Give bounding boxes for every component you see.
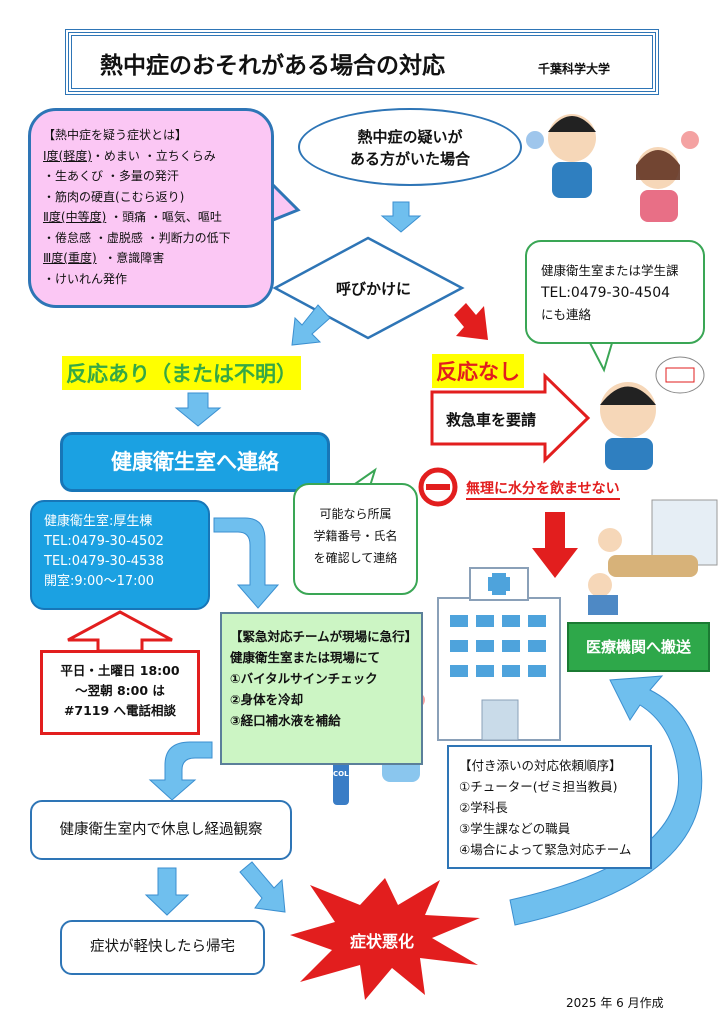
team-step: ③経口補水液を補給 [230,713,341,728]
escort-order-box: 【付き添いの対応依頼順序】 ①チューター(ゼミ担当教員) ②学科長 ③学生課など… [447,745,652,869]
response-yes-label: 反応あり（または不明） [62,356,301,390]
health-phone-2: TEL:0479-30-4538 [44,554,164,569]
after-hours-line: ～翌朝 8:00 は [75,683,165,698]
start-line1: 熱中症の疑いが [357,128,463,146]
team-box: 【緊急対応チームが現場に急行】 健康衛生室または現場にて ①バイタルサインチェッ… [220,612,423,765]
confirm-line: 学籍番号・氏名 [313,529,398,543]
arrow-curve-team [213,517,280,609]
order-item: ①チューター(ゼミ担当教員) [459,779,618,794]
contact-bubble: 健康衛生室または学生課 TEL:0479-30-4504 にも連絡 [525,240,705,344]
start-line2: ある方がいた場合 [349,150,470,168]
sick-people-illustration [526,114,699,222]
confirm-line: 可能なら所属 [319,507,392,521]
decision-label: 呼びかけに [336,280,412,298]
team-step: ②身体を冷却 [230,692,304,707]
order-item: ③学生課などの職員 [459,821,571,836]
after-hours-line: 平日・土曜日 18:00 [60,663,180,678]
after-hours-box: 平日・土曜日 18:00 ～翌朝 8:00 は #7119 へ電話相談 [40,650,200,735]
page-title: 熱中症のおそれがある場合の対応 [100,53,445,79]
team-step: ①バイタルサインチェック [230,671,378,686]
health-location: 健康衛生室:厚生棟 [44,514,153,529]
contact-line: にも連絡 [541,307,592,322]
symptom-bubble: 【熱中症を疑う症状とは】 Ⅰ度(軽度)・めまい ・立ちくらみ ・生あくび ・多量… [28,108,274,308]
symptom-line: Ⅰ度(軽度)・めまい ・立ちくらみ [43,148,216,163]
contact-bubble-tail [588,342,614,373]
symptom-line: Ⅱ度(中等度) ・頭痛 ・嘔気、嘔吐 [43,210,222,224]
transport-box: 医療機関へ搬送 [567,622,710,672]
worse-starburst [290,878,480,1000]
symptom-line: ・生あくび ・多量の発汗 [43,169,179,183]
created-date: 2025 年 6 月作成 [566,996,664,1010]
rest-box: 健康衛生室内で休息し経過観察 [30,800,292,860]
symptom-line: ・倦怠感 ・虚脱感 ・判断力の低下 [43,230,231,245]
health-phone-1: TEL:0479-30-4502 [44,534,164,549]
arrow-down-red [532,512,578,578]
stretcher-illustration [588,499,718,615]
start-ellipse: 熱中症の疑いが ある方がいた場合 [298,108,522,186]
after-hours-line: #7119 へ電話相談 [63,703,177,718]
arrow-yes [291,304,331,346]
arrow-down-1 [380,201,422,233]
arrow-down-2 [174,392,222,427]
arrow-up-red [67,610,173,653]
arrow-to-worse [239,861,286,913]
caller-illustration [600,356,705,470]
health-info-box: 健康衛生室:厚生棟 TEL:0479-30-4502 TEL:0479-30-4… [30,500,210,610]
health-hours: 開室:9:00～17:00 [44,574,155,589]
contact-health-box: 健康衛生室へ連絡 [60,432,330,492]
confirm-line: を確認して連絡 [313,551,398,565]
symptom-line: ・筋肉の硬直(こむら返り) [43,189,185,204]
response-no-label: 反応なし [432,354,524,388]
hospital-icon [437,567,561,741]
home-box: 症状が軽快したら帰宅 [60,920,265,975]
ambulance-label: 救急車を要請 [446,411,537,429]
worse-label: 症状悪化 [350,932,415,951]
ambulance-arrow [430,372,591,464]
order-heading: 【付き添いの対応依頼順序】 [459,758,622,773]
order-item: ④場合によって緊急対応チーム [459,842,632,857]
symptom-line: Ⅲ度(重度) ・意識障害 [43,251,165,265]
contact-line: 健康衛生室または学生課 [541,263,679,278]
confirm-bubble: 可能なら所属 学籍番号・氏名 を確認して連絡 [293,483,418,595]
arrow-no [454,303,488,340]
order-item: ②学科長 [459,800,508,815]
prohibited-icon [418,467,458,507]
symptom-heading: 【熱中症を疑う症状とは】 [43,128,188,142]
symptom-line: ・けいれん発作 [43,271,128,286]
arrow-curve-rest [148,741,213,801]
team-line: 健康衛生室または現場にて [230,650,381,665]
warning-text: 無理に水分を飲ませない [466,478,620,500]
bottle-label: COLD [333,770,355,778]
university-name: 千葉科学大学 [538,62,611,76]
title-box [65,29,659,95]
team-heading: 【緊急対応チームが現場に急行】 [230,629,418,644]
arrow-down-home [144,867,190,916]
contact-phone: TEL:0479-30-4504 [541,285,671,301]
